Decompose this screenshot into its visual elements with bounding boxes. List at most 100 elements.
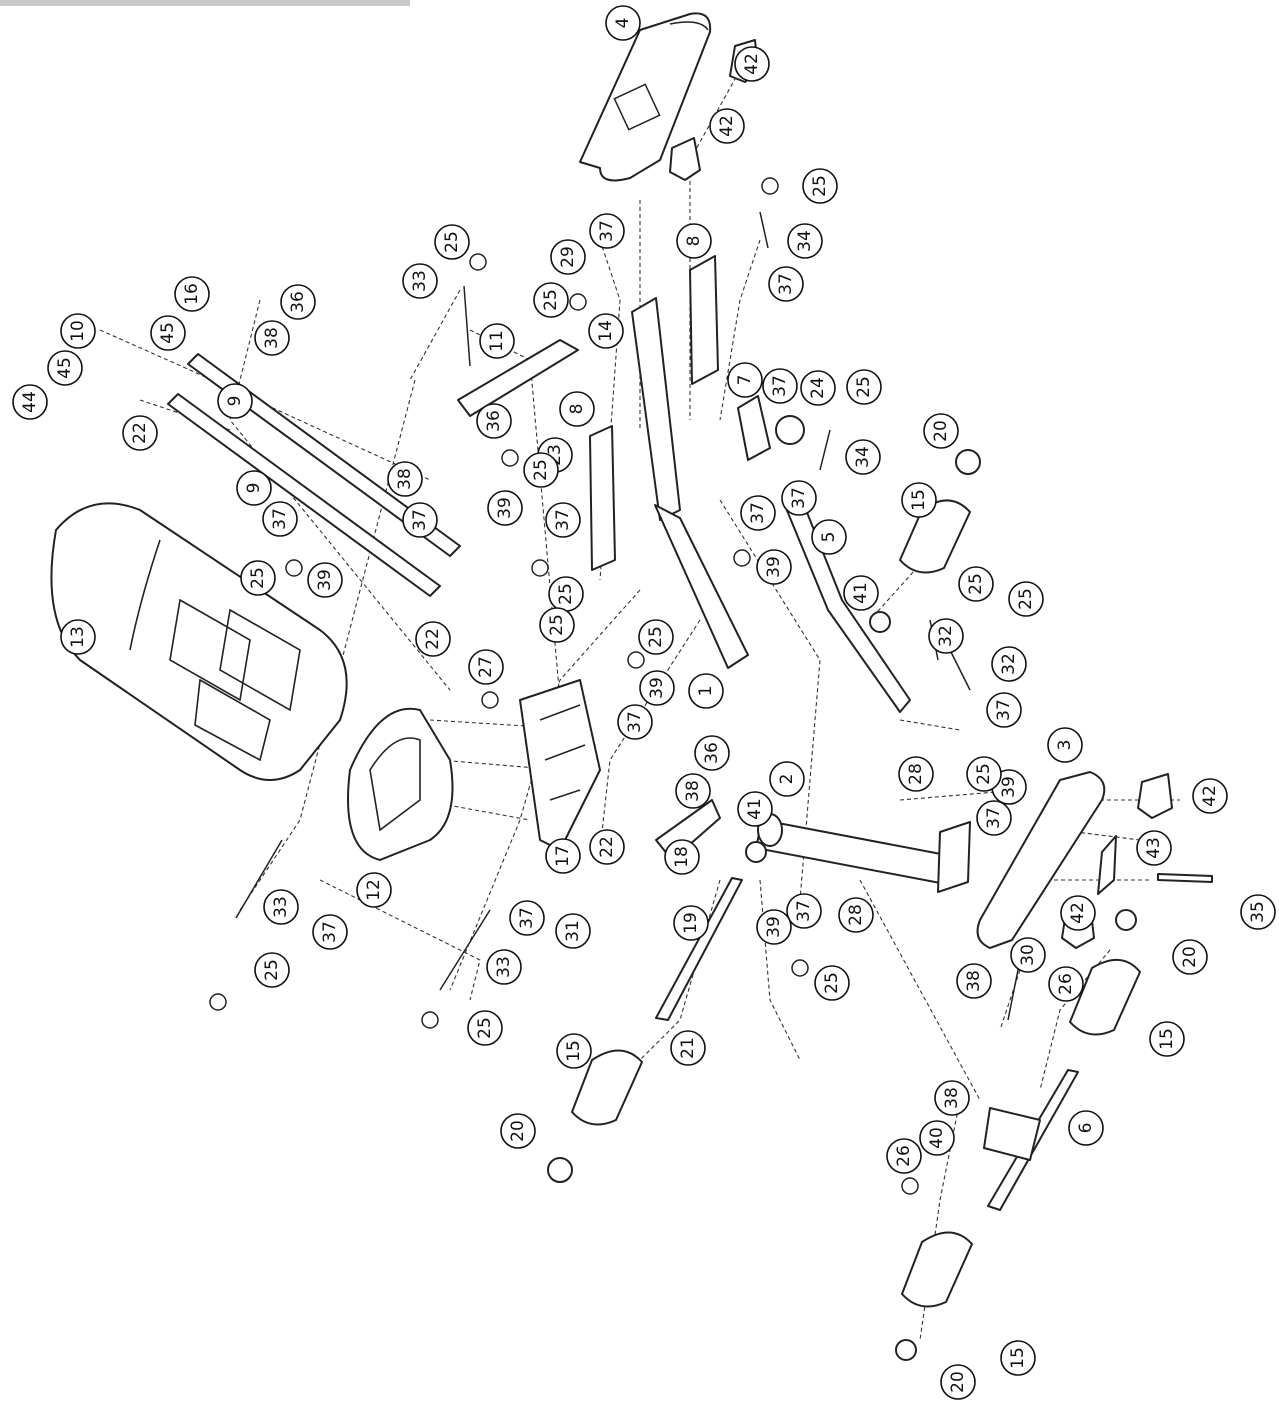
callout-circle <box>523 452 559 488</box>
callout-label: 17 <box>553 845 573 867</box>
callout-circle <box>769 761 805 797</box>
lever-arm <box>785 499 911 713</box>
callout-40: 40 <box>919 1120 955 1156</box>
callout-label: 24 <box>808 377 828 399</box>
callout-label: 20 <box>948 1371 968 1393</box>
callout-7: 7 <box>727 362 763 398</box>
callout-label: 34 <box>853 446 873 468</box>
callout-label: 20 <box>508 1120 528 1142</box>
callout-circle <box>545 502 581 538</box>
callout-label: 36 <box>484 410 504 432</box>
callout-8: 8 <box>559 391 595 427</box>
callout-label: 37 <box>789 487 809 509</box>
back-pad <box>50 502 348 781</box>
callout-circle <box>217 383 253 419</box>
top-roller-pad <box>579 12 712 182</box>
callout-circle <box>787 223 823 259</box>
callout-label: 43 <box>1144 837 1164 859</box>
callout-circle <box>12 384 48 420</box>
callout-circle <box>762 368 798 404</box>
callout-25: 25 <box>434 224 470 260</box>
callout-circle <box>556 1033 592 1069</box>
callout-label: 32 <box>999 653 1019 675</box>
callout-label: 37 <box>770 375 790 397</box>
callout-circle <box>756 909 792 945</box>
callout-39: 39 <box>487 490 523 526</box>
callout-label: 37 <box>794 900 814 922</box>
callout-12: 12 <box>356 872 392 908</box>
callout-circle <box>280 284 316 320</box>
callout-label: 25 <box>966 573 986 595</box>
seat-frame <box>519 679 601 851</box>
callout-label: 41 <box>851 582 871 604</box>
callout-36: 36 <box>280 284 316 320</box>
callout-37: 37 <box>768 266 804 302</box>
callout-28: 28 <box>898 756 934 792</box>
callout-25: 25 <box>467 1010 503 1046</box>
callout-39: 39 <box>756 909 792 945</box>
callout-label: 35 <box>1248 901 1268 923</box>
callout-circle <box>1192 778 1228 814</box>
callout-circle <box>688 673 724 709</box>
callout-label: 5 <box>819 532 839 543</box>
callout-label: 38 <box>942 1087 962 1109</box>
callout-circle <box>664 839 700 875</box>
callout-circle <box>1068 1110 1104 1146</box>
callout-label: 3 <box>1055 740 1075 751</box>
callout-label: 8 <box>567 404 587 415</box>
callout-label: 45 <box>55 357 75 379</box>
callout-37: 37 <box>986 692 1022 728</box>
front-roller-pad <box>976 771 1106 949</box>
callout-41: 41 <box>843 575 879 611</box>
callout-circle <box>1136 830 1172 866</box>
callout-label: 42 <box>1200 785 1220 807</box>
callout-label: 9 <box>225 396 245 407</box>
callout-25: 25 <box>814 965 850 1001</box>
callout-label: 38 <box>964 970 984 992</box>
callout-label: 37 <box>625 711 645 733</box>
callout-label: 30 <box>1018 944 1038 966</box>
callout-9: 9 <box>236 470 272 506</box>
seat-pad <box>347 707 454 861</box>
callout-circle <box>1008 581 1044 617</box>
side-plates <box>589 255 719 571</box>
callout-label: 15 <box>1157 1028 1177 1050</box>
callout-label: 37 <box>597 220 617 242</box>
callout-label: 8 <box>684 236 704 247</box>
callout-label: 38 <box>262 327 282 349</box>
callout-45: 45 <box>150 315 186 351</box>
callout-circle <box>727 362 763 398</box>
callout-label: 22 <box>597 836 617 858</box>
callout-39: 39 <box>639 670 675 706</box>
pivot-bracket <box>737 395 805 461</box>
callout-label: 39 <box>764 556 784 578</box>
callout-circle <box>940 1364 976 1400</box>
callout-label: 42 <box>742 53 762 75</box>
callout-circle <box>589 213 625 249</box>
callout-circle <box>434 224 470 260</box>
callout-29: 29 <box>550 239 586 275</box>
callout-label: 25 <box>475 1017 495 1039</box>
callout-37: 37 <box>262 501 298 537</box>
callout-label: 25 <box>1016 588 1036 610</box>
callout-circle <box>639 670 675 706</box>
callout-44: 44 <box>12 384 48 420</box>
callout-label: 39 <box>647 677 667 699</box>
callout-circle <box>415 621 451 657</box>
callout-label: 25 <box>541 289 561 311</box>
callout-25: 25 <box>533 282 569 318</box>
callout-20: 20 <box>923 413 959 449</box>
callout-25: 25 <box>966 756 1002 792</box>
callout-label: 33 <box>494 956 514 978</box>
callout-label: 22 <box>130 422 150 444</box>
callout-circle <box>509 900 545 936</box>
callout-circle <box>387 461 423 497</box>
callout-circle <box>1000 1340 1036 1376</box>
callout-circle <box>1240 894 1276 930</box>
callout-38: 38 <box>387 461 423 497</box>
callout-circle <box>901 482 937 518</box>
callout-label: 1 <box>696 686 716 697</box>
callout-32: 32 <box>991 646 1027 682</box>
callout-38: 38 <box>934 1080 970 1116</box>
callout-2: 2 <box>769 761 805 797</box>
